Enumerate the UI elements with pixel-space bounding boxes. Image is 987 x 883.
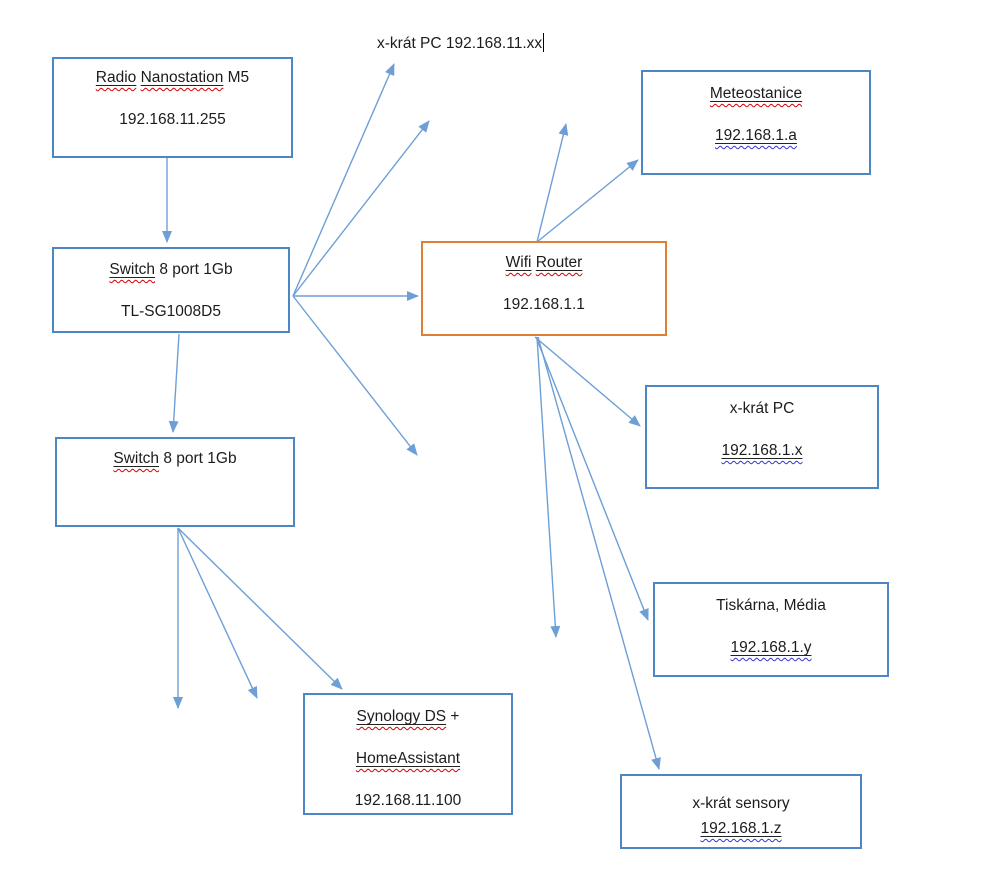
node-subtitle: HomeAssistant	[355, 750, 461, 767]
edge-switch2-to-synology[interactable]	[177, 527, 343, 690]
node-title: Radio Nanostation M5	[95, 69, 250, 86]
text-cursor	[543, 33, 545, 52]
node-meteostanice[interactable]: Meteostanice 192.168.1.a	[641, 70, 871, 175]
node-ip: 192.168.1.a	[715, 127, 797, 144]
node-title: x-krát sensory	[692, 795, 790, 812]
node-title: Tiskárna, Média	[716, 597, 826, 614]
edge-switch1-to-switch2[interactable]	[168, 333, 180, 433]
edge-router-to-sensory[interactable]	[537, 336, 661, 770]
node-title: Synology DS +	[356, 708, 460, 725]
edge-switch1-to-pc-label[interactable]	[292, 63, 395, 297]
node-switch-2[interactable]: Switch 8 port 1Gb	[55, 437, 295, 527]
node-ip: 192.168.11.100	[354, 792, 462, 809]
node-tiskarna-media[interactable]: Tiskárna, Média 192.168.1.y	[653, 582, 889, 677]
node-title: x-krát PC	[729, 400, 795, 417]
node-radio-nanostation[interactable]: Radio Nanostation M5 192.168.11.255	[52, 57, 293, 158]
node-x-krat-sensory[interactable]: x-krát sensory 192.168.1.z	[620, 774, 862, 849]
node-ip: 192.168.1.y	[730, 639, 812, 656]
node-ip: 192.168.1.1	[503, 296, 585, 313]
edge-switch1-down-right[interactable]	[292, 295, 418, 456]
node-title: Wifi Router	[505, 254, 583, 271]
node-title: Switch 8 port 1Gb	[113, 450, 237, 467]
label-text: x-krát PC 192.168.11.xx	[377, 35, 543, 52]
node-ip: 192.168.1.x	[721, 442, 803, 459]
node-synology-homeassistant[interactable]: Synology DS + HomeAssistant 192.168.11.1…	[303, 693, 513, 815]
edge-switch1-up-right[interactable]	[292, 120, 430, 297]
node-switch-1[interactable]: Switch 8 port 1Gb TL-SG1008D5	[52, 247, 290, 333]
node-title: Meteostanice	[709, 85, 803, 102]
node-x-krat-pc[interactable]: x-krát PC 192.168.1.x	[645, 385, 879, 489]
node-ip: 192.168.1.z	[700, 820, 782, 837]
edge-router-to-pc[interactable]	[534, 336, 641, 427]
label-x-krat-pc[interactable]: x-krát PC 192.168.11.xx	[377, 33, 545, 54]
edge-switch2-down-2[interactable]	[177, 527, 258, 699]
edge-router-to-tiskarna[interactable]	[535, 336, 649, 621]
edge-router-up[interactable]	[536, 123, 569, 243]
edge-router-to-meteo[interactable]	[536, 159, 639, 243]
node-model: TL-SG1008D5	[121, 303, 221, 320]
node-wifi-router[interactable]: Wifi Router 192.168.1.1	[421, 241, 667, 336]
node-ip: 192.168.11.255	[119, 111, 226, 128]
node-title: Switch 8 port 1Gb	[109, 261, 233, 278]
edge-router-down[interactable]	[536, 336, 561, 638]
